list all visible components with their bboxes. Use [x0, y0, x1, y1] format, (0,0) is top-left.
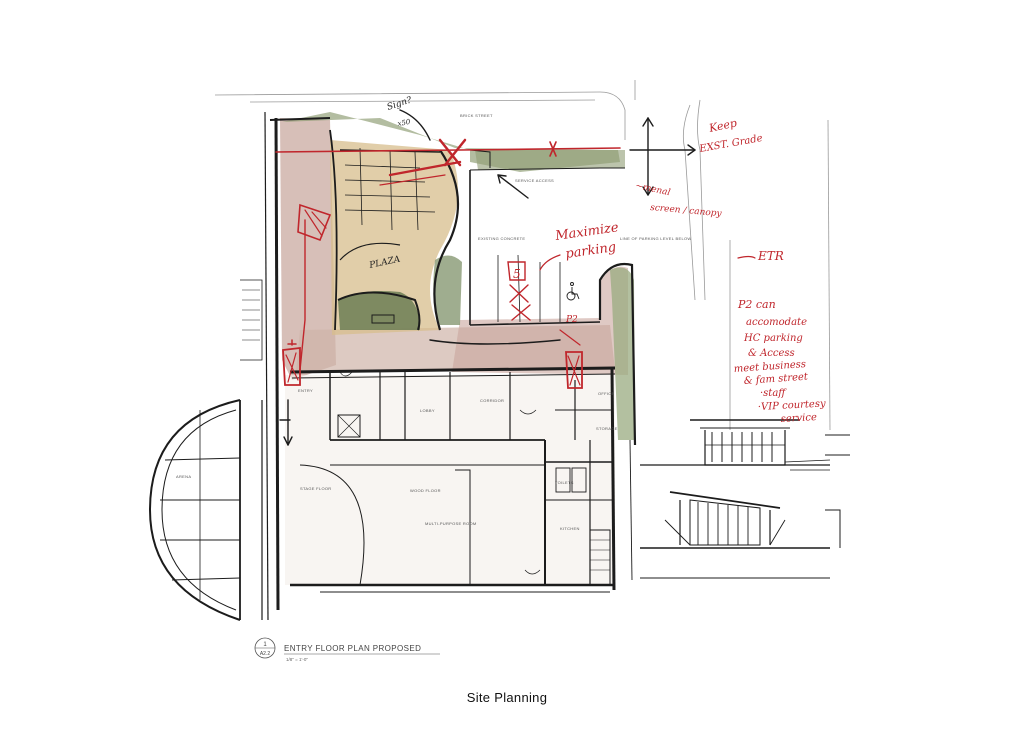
note-p2-line-2: HC parking	[743, 333, 803, 344]
note-p2: P2	[565, 315, 578, 325]
color-washes	[280, 112, 635, 585]
label-arena: ARENA	[176, 474, 191, 479]
note-p2-line-3: & Access	[748, 348, 795, 359]
tan-plaza	[330, 140, 458, 335]
sketch-arrows	[279, 109, 696, 446]
note-keep: Keep	[707, 116, 738, 135]
label-brick: BRICK STREET	[460, 113, 493, 118]
title-block: 1 A2.2 ENTRY FLOOR PLAN PROPOSED 1/8" = …	[254, 637, 440, 662]
elevation-sketches	[629, 419, 850, 581]
label-wood: WOOD FLOOR	[410, 488, 441, 493]
label-lobby: LOBBY	[420, 408, 435, 413]
label-level: LINE OF PARKING LEVEL BELOW	[620, 236, 691, 241]
label-toilets: TOILETS	[555, 480, 574, 485]
note-p2-line-7: ·VIP courtesy	[758, 398, 827, 413]
note-p2-line-6: ·staff	[760, 388, 787, 399]
note-five: 5	[513, 267, 521, 281]
label-storage: STORAGE	[596, 426, 618, 431]
title-scale: 1/8" = 1'-0"	[286, 657, 308, 662]
green-strip-top	[475, 150, 625, 170]
label-corridor: CORRIDOR	[480, 398, 504, 403]
note-p2-line-8: service	[780, 412, 817, 425]
accessible-parking-icon	[566, 282, 580, 301]
note-menal: ~menal	[634, 181, 671, 198]
room-labels: ENTRY LOBBY CORRIDOR OFFICE STORAGE TOIL…	[176, 113, 691, 531]
note-p2-line-0: P2 can	[737, 298, 776, 311]
green-oval	[338, 291, 420, 330]
label-entry: ENTRY	[298, 388, 313, 393]
green-lawn-south	[433, 255, 462, 325]
label-stage: STAGE FLOOR	[300, 486, 331, 491]
note-ext-grade: EXST. Grade	[698, 133, 764, 155]
building-plan	[264, 111, 616, 621]
note-etr: ETR	[757, 249, 784, 263]
caption: Site Planning	[466, 690, 548, 705]
red-markup	[275, 138, 756, 389]
label-office: OFFICE	[598, 391, 614, 396]
mauve-wash-west	[280, 118, 336, 380]
label-concrete: EXISTING CONCRETE	[478, 236, 525, 241]
label-kitchen: KITCHEN	[560, 526, 580, 531]
west-wing	[148, 279, 263, 621]
green-strip-east	[610, 267, 635, 440]
title-number: 1	[263, 642, 267, 648]
handwritten-notes: Sign? x50 Maximize parking Keep EXST. Gr…	[368, 95, 827, 425]
note-p2-line-4: meet business	[733, 359, 806, 375]
label-service: SERVICE ACCESS	[515, 178, 554, 183]
note-p2-line-5: & fam street	[743, 371, 809, 387]
title-sheet: A2.2	[260, 651, 271, 657]
note-p2-line-1: accomodate	[746, 317, 807, 328]
note-sign-n: x50	[397, 118, 412, 128]
title-text: ENTRY FLOOR PLAN PROPOSED	[284, 644, 421, 653]
note-parking: parking	[564, 240, 617, 262]
label-multi: MULTI-PURPOSE ROOM	[425, 521, 477, 526]
note-screen: screen / canopy	[650, 203, 723, 219]
